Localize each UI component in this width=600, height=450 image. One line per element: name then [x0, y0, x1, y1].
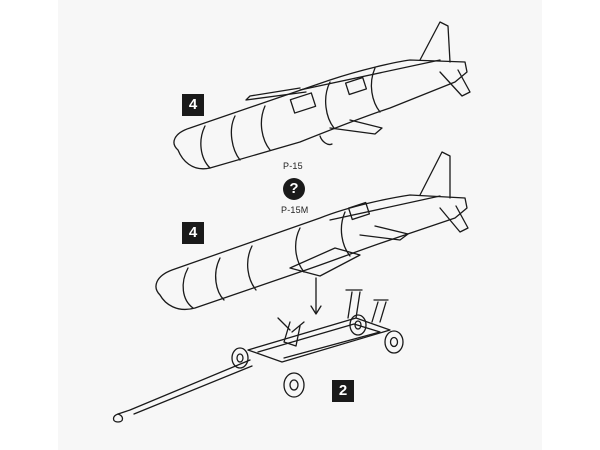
lower-missile-ring: [246, 245, 257, 291]
lower-missile-tail-fin-lower: [439, 205, 469, 233]
upper-missile-nose: [200, 125, 211, 169]
trolley-tow-bar: [117, 359, 253, 415]
trolley-tow-eye: [112, 413, 124, 423]
trolley-wheel: [231, 347, 249, 369]
trolley-cradle: [345, 289, 363, 319]
trolley-frame: [247, 317, 391, 363]
upper-missile-ventral: [319, 135, 333, 146]
upper-missile-wing: [245, 87, 307, 101]
step-callout-lower: 4: [182, 222, 204, 244]
upper-missile-panel: [344, 76, 368, 96]
upper-missile-ring: [324, 81, 335, 129]
step-callout-trolley: 2: [332, 380, 354, 402]
lower-missile-panel: [347, 201, 371, 221]
trolley-cradle: [283, 321, 301, 347]
upper-missile-ring: [260, 105, 271, 151]
question-icon: ?: [283, 178, 305, 200]
upper-missile-wing-lower: [329, 119, 383, 135]
lower-missile-body: [155, 194, 468, 310]
trolley: [112, 289, 404, 423]
trolley-cradle: [277, 317, 305, 333]
variant-label-p15m: P-15M: [281, 205, 309, 215]
lower-missile-pylon: [289, 247, 361, 277]
trolley-wheel: [349, 314, 367, 336]
variant-label-p15: P-15: [283, 161, 303, 171]
trolley-wheel: [384, 330, 404, 354]
lower-missile-wing: [359, 225, 409, 241]
trolley-frame-inner: [257, 323, 381, 359]
trolley-wheel: [283, 372, 305, 398]
lower-missile-nose: [182, 267, 194, 309]
trolley-cradle: [371, 299, 389, 323]
placement-arrow: [310, 277, 322, 315]
upper-missile-ring: [230, 115, 241, 161]
lower-missile-ring: [340, 211, 351, 257]
step-callout-upper: 4: [182, 94, 204, 116]
lower-missile: [155, 151, 469, 310]
upper-missile-tail-fin-lower: [439, 69, 471, 97]
lower-missile-strake: [329, 195, 441, 221]
upper-missile-panel: [289, 92, 317, 114]
lower-missile-tail-fin: [419, 151, 451, 199]
upper-missile-body: [173, 59, 468, 170]
upper-missile-tail-fin: [419, 21, 451, 63]
upper-missile: [173, 21, 471, 170]
upper-missile-strake: [299, 59, 441, 91]
lower-missile-ring: [294, 227, 305, 273]
lower-missile-ring: [214, 257, 225, 301]
upper-missile-ring: [370, 67, 381, 113]
